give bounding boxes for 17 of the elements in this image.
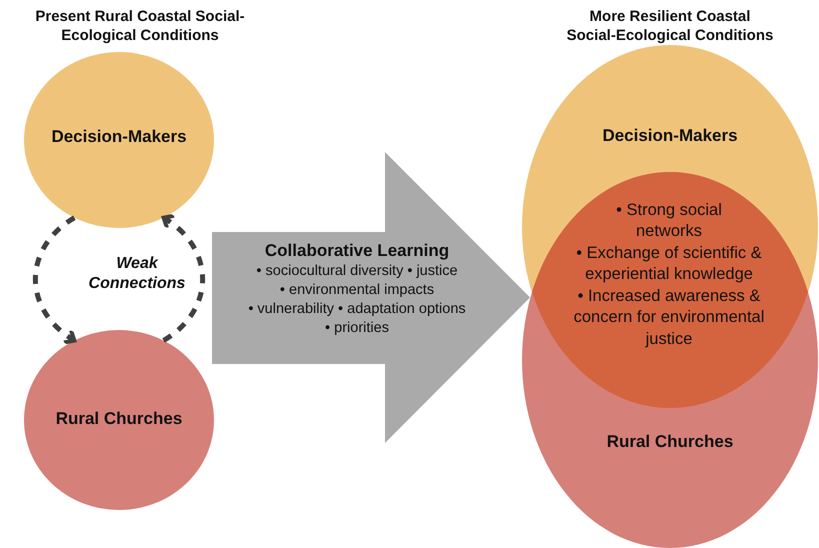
bullet-text: • Increased awareness & concern for environmental justice bbox=[572, 286, 766, 350]
bullet-text: • vulnerability • adaptation options bbox=[248, 300, 466, 319]
node-label: Rural Churches bbox=[56, 408, 182, 430]
bullet-text: • priorities bbox=[325, 318, 389, 338]
arrow-heading: Collaborative Learning bbox=[264, 240, 450, 262]
panel-heading: Present Rural Coastal Social-Ecological Conditions bbox=[34, 8, 246, 46]
relationship-label: Weak Connections bbox=[88, 254, 186, 294]
bullet-text: • Exchange of scientific & experiential knowledge bbox=[575, 242, 763, 286]
dashed-arrow bbox=[162, 214, 206, 343]
panel-heading: More Resilient Coastal Social-Ecological Conditions bbox=[566, 8, 774, 46]
bullet-text: • Strong social networks bbox=[615, 200, 723, 242]
bullet-text: • environmental impacts bbox=[280, 280, 434, 300]
node-label: Rural Churches bbox=[606, 431, 734, 453]
bullet-text: • sociocultural diversity • justice bbox=[256, 262, 458, 281]
node-label: Decision-Makers bbox=[602, 125, 738, 147]
dashed-arrow bbox=[32, 216, 76, 344]
node-label: Decision-Makers bbox=[51, 126, 187, 148]
